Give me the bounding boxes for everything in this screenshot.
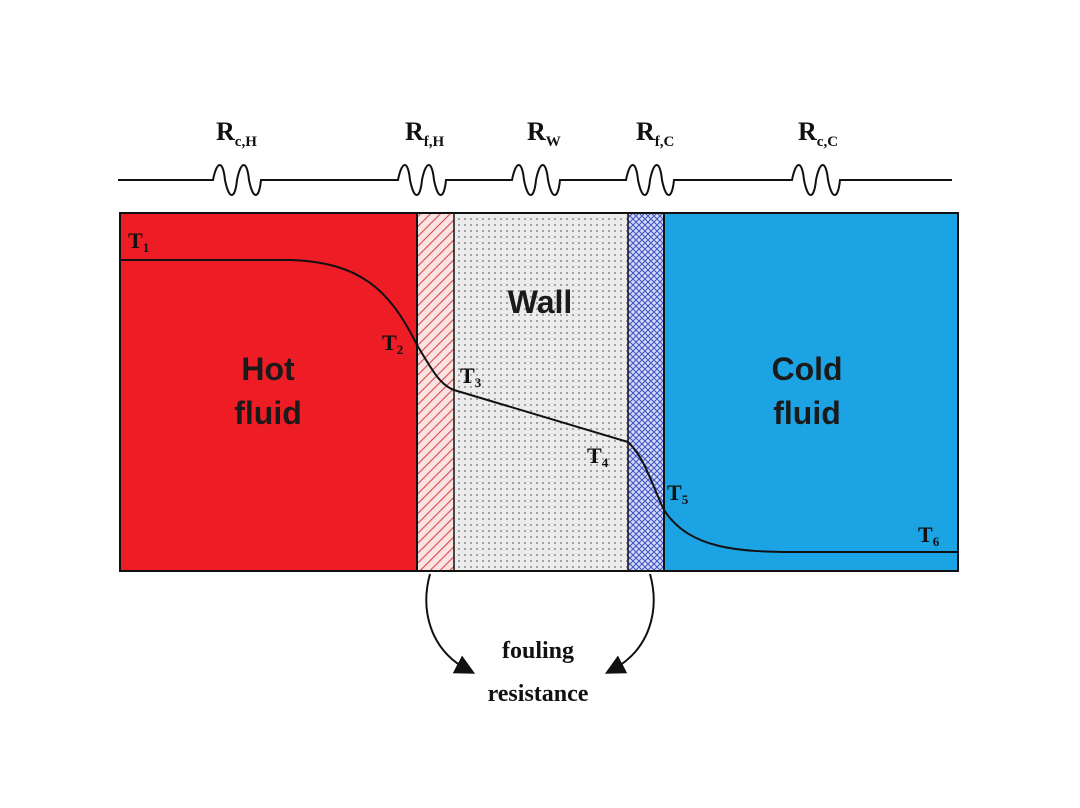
hot-fouling-layer xyxy=(417,213,454,571)
resistor-label-fouling-cold: Rf,C xyxy=(636,117,674,150)
cold-fouling-layer xyxy=(628,213,664,571)
fouling-arrow-left xyxy=(425,573,476,674)
fouling-label-line1: fouling xyxy=(502,638,574,664)
resistor-label-convective-cold: Rc,C xyxy=(798,117,838,150)
resistor-label-wall: RW xyxy=(527,117,561,150)
temperature-label-t5: T5 xyxy=(667,480,689,507)
diagram-border xyxy=(119,212,959,572)
resistor-label-fouling-hot: Rf,H xyxy=(405,117,445,150)
temperature-profile-curve xyxy=(120,259,958,553)
cold-fluid-label-line2: fluid xyxy=(773,395,841,431)
hot-fluid-label-line2: fluid xyxy=(234,395,302,431)
fouling-arrow-right xyxy=(604,573,655,674)
fouling-label-line2: resistance xyxy=(488,681,589,707)
wall-label: Wall xyxy=(508,284,573,320)
resistor-network: Rc,H Rf,H RW Rf,C Rc,C xyxy=(118,117,952,196)
regions xyxy=(119,212,959,572)
wall-region xyxy=(454,213,628,571)
temperature-label-t6: T6 xyxy=(918,522,940,549)
hot-fluid-label-line1: Hot xyxy=(241,351,295,387)
temperature-label-t4: T4 xyxy=(587,443,609,470)
temperature-label-t3: T3 xyxy=(460,363,482,390)
hot-fluid-region xyxy=(120,213,417,571)
cold-fluid-region xyxy=(664,213,958,571)
resistor-circuit-line xyxy=(118,164,952,196)
temperature-label-t2: T2 xyxy=(382,330,403,357)
temperature-label-t1: T1 xyxy=(128,228,149,255)
cold-fluid-label-line1: Cold xyxy=(771,351,842,387)
resistor-label-convective-hot: Rc,H xyxy=(216,117,257,150)
